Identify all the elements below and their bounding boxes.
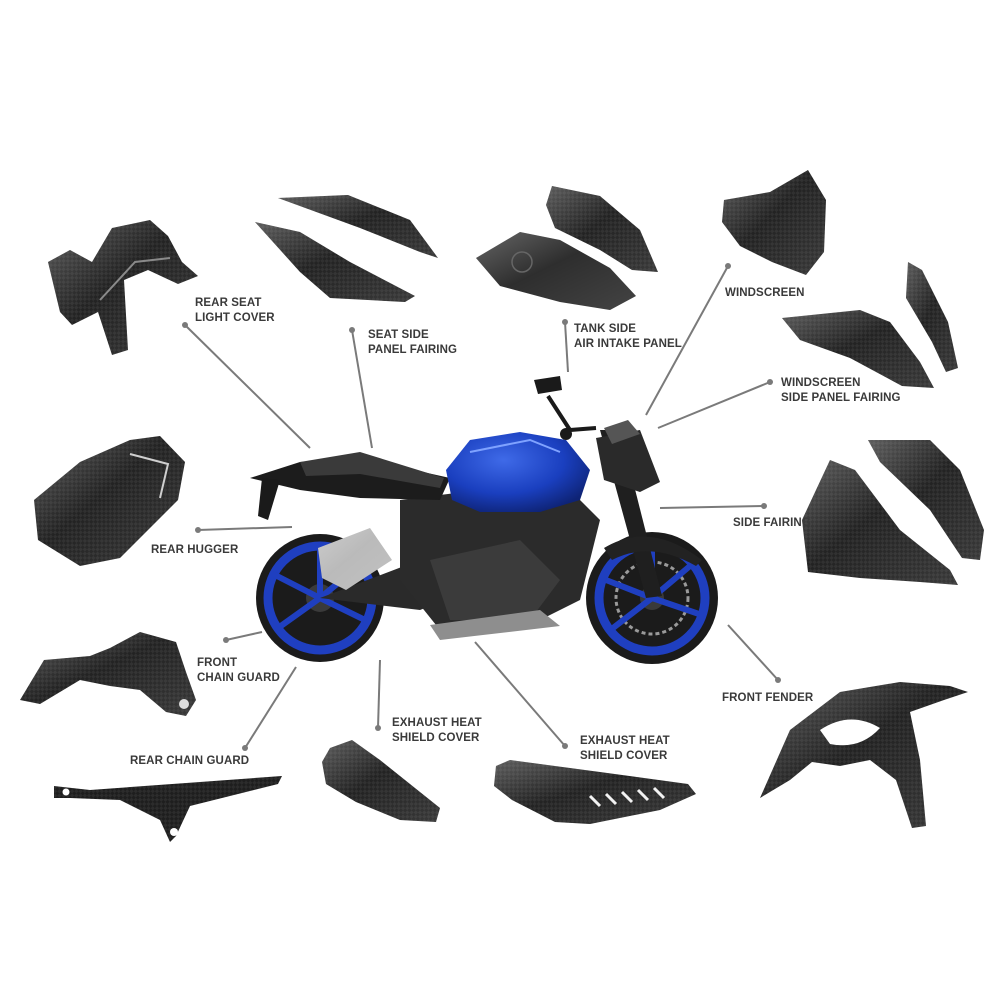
- label-front-fender: FRONT FENDER: [722, 692, 814, 704]
- rear-seat-light-cover-part: [48, 220, 198, 355]
- rear-hugger-part: [34, 436, 185, 566]
- motorcycle: [250, 376, 718, 664]
- windscreen-part: [722, 170, 826, 275]
- label-windscreen: WINDSCREEN: [725, 287, 805, 299]
- side-fairing-part: [802, 440, 984, 585]
- label-side-fairing: SIDE FAIRING: [733, 517, 811, 529]
- label-rear-chain-guard: REAR CHAIN GUARD: [130, 755, 250, 767]
- seat-side-panel-fairing-part: [255, 195, 438, 302]
- exhaust-heat-shield-cover-right-part: [494, 760, 696, 824]
- rear-chain-guard-part: [54, 776, 282, 842]
- windscreen-side-panel-fairing-part: [782, 262, 958, 388]
- leader-lines: [182, 263, 781, 751]
- front-fender-part: [760, 682, 968, 828]
- tank-side-air-intake-panel-part: [476, 186, 658, 310]
- front-chain-guard-part: [20, 632, 196, 716]
- label-rear-hugger: REAR HUGGER: [151, 544, 239, 556]
- front-wheel: [586, 532, 718, 664]
- exhaust-heat-shield-cover-left-part: [322, 740, 440, 822]
